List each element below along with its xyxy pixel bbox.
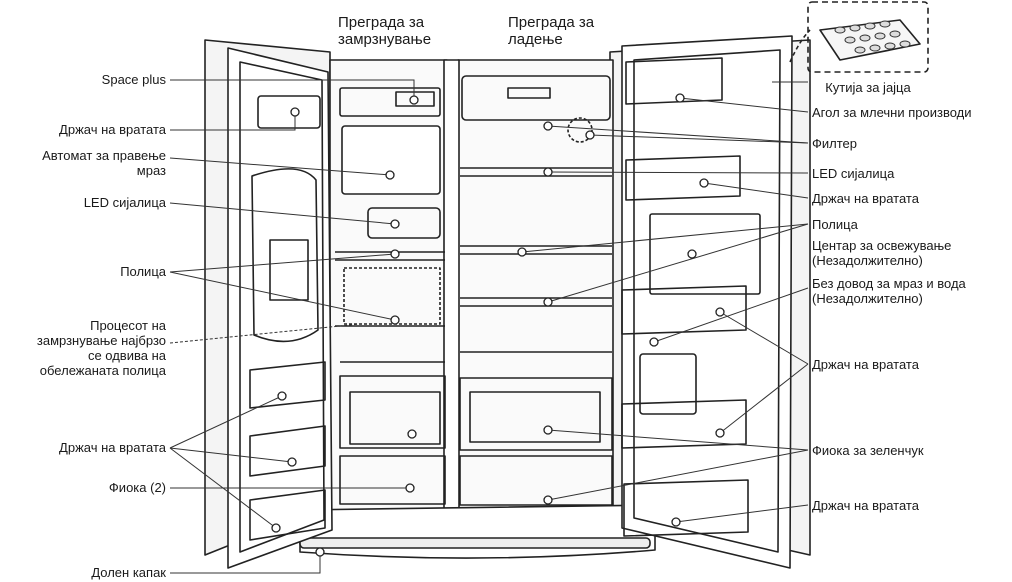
label-shelf-left: Полица — [120, 264, 166, 279]
water-pitcher — [639, 353, 697, 415]
ice-maker — [341, 125, 441, 195]
freezer-drawer-1 — [339, 375, 446, 449]
right-door — [621, 35, 793, 569]
lower-cover — [299, 537, 651, 549]
label-door-bin-right-1: Држач на вратата — [812, 191, 919, 206]
label-no-ice-water: Без довод за мраз и вода (Незадолжително… — [812, 276, 966, 306]
left-door-bin-1 — [249, 361, 326, 409]
vegetable-drawer-2 — [459, 455, 613, 506]
label-drawer: Фиока (2) — [108, 480, 166, 495]
label-door-bin-right-3: Држач на вратата — [812, 498, 919, 513]
label-door-bin-left-2: Држач на вратата — [59, 440, 166, 455]
vegetable-drawer-1 — [459, 377, 613, 451]
right-door-bin-3 — [621, 399, 747, 449]
right-door-bin-4 — [623, 479, 749, 537]
left-door-bin-top — [257, 95, 321, 129]
quick-freeze-shelf — [343, 267, 441, 325]
freezer-header: Преграда за замрзнување — [338, 14, 432, 48]
marker-dot — [409, 95, 419, 105]
left-door — [227, 47, 333, 569]
label-filter: Филтер — [812, 136, 857, 151]
fridge-base — [299, 504, 656, 559]
label-lower-cover: Долен капак — [91, 565, 166, 580]
egg-hole — [834, 26, 846, 34]
left-door-bin-3 — [249, 489, 326, 541]
label-space-plus: Space plus — [101, 72, 166, 87]
label-quick-freeze: Процесот на замрзнување најбрзо се одвив… — [36, 318, 166, 378]
label-vegetable-drawer: Фиока за зеленчук — [812, 443, 924, 458]
label-led-right: LED сијалица — [812, 166, 895, 181]
label-shelf-right: Полица — [812, 217, 858, 232]
label-egg-box: Кутија за јајца — [825, 80, 911, 95]
center-divider — [443, 59, 460, 511]
label-door-bin-left-1: Држач на вратата — [59, 122, 166, 137]
left-door-bin-2 — [249, 425, 326, 477]
fresh-center — [649, 213, 761, 295]
dispenser-screen — [269, 239, 309, 301]
filter-part — [567, 117, 593, 143]
dispenser-panel — [251, 168, 319, 343]
fridge-header: Преграда за ладење — [508, 14, 595, 48]
fridge-top-panel — [461, 75, 611, 121]
label-fresh-center: Центар за освежување (Незадолжително) — [812, 238, 952, 268]
label-led-left: LED сијалица — [83, 195, 166, 210]
right-door-bin-1 — [625, 155, 741, 201]
right-door-bin-2 — [621, 285, 747, 335]
freezer-led — [367, 207, 441, 239]
label-dairy-corner: Агол за млечни производи — [812, 105, 972, 120]
egg-box-frame — [807, 1, 929, 73]
space-plus-tray — [339, 87, 441, 117]
label-ice-maker: Автомат за правење мраз — [42, 148, 166, 178]
label-door-bin-right-2: Држач на вратата — [812, 357, 919, 372]
dairy-corner — [625, 57, 723, 105]
